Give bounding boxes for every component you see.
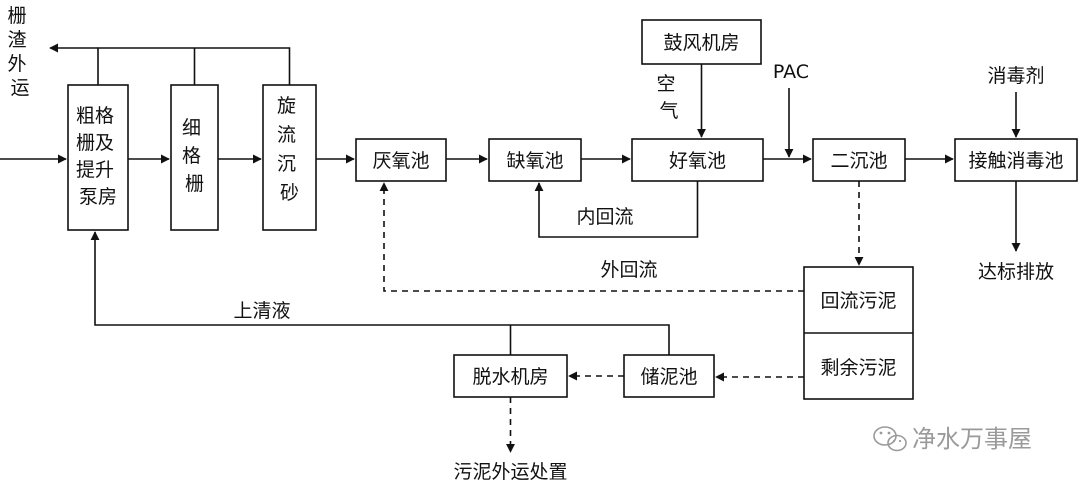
node-dewatering-room: 脱水机房	[453, 354, 568, 398]
node-contact-disinfection: 接触消毒池	[954, 138, 1078, 182]
node-secondary-clarifier: 二沉池	[812, 138, 906, 182]
sludge-tank-label: 储泥池	[640, 366, 697, 388]
fine-screen-char-1: 细	[182, 117, 201, 139]
blower-room-label: 鼓风机房	[663, 32, 739, 54]
pac-label: PAC	[773, 61, 809, 83]
screenings-char-3: 外	[7, 53, 26, 75]
node-grit-chamber: 旋 流 沉 砂	[262, 84, 317, 231]
discharge-label: 达标排放	[978, 261, 1054, 283]
contact-disinfection-label: 接触消毒池	[968, 150, 1063, 172]
screenings-char-1: 栅	[7, 5, 26, 27]
node-anaerobic: 厌氧池	[355, 138, 447, 182]
arrow-internal-recycle	[534, 181, 699, 238]
grit-chamber-char-2: 流	[277, 124, 296, 146]
wechat-logo-icon	[873, 426, 907, 452]
supernatant-label: 上清液	[233, 300, 290, 322]
external-recycle-label: 外回流	[600, 259, 657, 281]
excess-sludge-label: 剩余污泥	[820, 357, 896, 379]
dewatering-room-label: 脱水机房	[472, 366, 548, 388]
node-fine-screen: 细 格 栅	[170, 84, 219, 231]
screenings-char-2: 渣	[7, 29, 26, 51]
node-sludge-box: 回流污泥 剩余污泥	[803, 266, 914, 400]
fine-screen-char-3: 栅	[185, 173, 204, 195]
coarse-screen-line-1: 粗格	[76, 105, 114, 127]
node-blower-room: 鼓风机房	[641, 19, 762, 65]
anaerobic-label: 厌氧池	[372, 150, 429, 172]
fine-screen-label: 细 格 栅	[182, 117, 207, 195]
sludge-disposal-label: 污泥外运处置	[453, 461, 567, 483]
node-anoxic: 缺氧池	[488, 138, 582, 182]
screenings-char-4: 运	[10, 77, 29, 99]
coarse-screen-label: 粗格 栅及 提升 泵房	[76, 105, 120, 208]
node-aerobic: 好氧池	[631, 138, 764, 182]
watermark: 净水万事屋	[873, 425, 1032, 453]
coarse-screen-line-3: 提升	[76, 159, 114, 181]
watermark-text: 净水万事屋	[912, 425, 1032, 453]
anoxic-label: 缺氧池	[506, 150, 563, 172]
secondary-clarifier-label: 二沉池	[830, 150, 887, 172]
internal-recycle-label: 内回流	[576, 206, 633, 228]
coarse-screen-line-2: 栅及	[76, 132, 114, 154]
grit-chamber-char-1: 旋	[277, 95, 296, 117]
node-sludge-tank: 储泥池	[623, 354, 715, 398]
air-label: 空 气	[656, 73, 681, 122]
fine-screen-char-2: 格	[182, 145, 201, 167]
node-coarse-screen: 粗格 栅及 提升 泵房	[67, 84, 129, 231]
screenings-label: 栅 渣 外 运	[7, 5, 32, 99]
arrow-external-recycle	[379, 182, 804, 292]
aerobic-label: 好氧池	[669, 150, 726, 172]
coarse-screen-line-4: 泵房	[79, 186, 117, 208]
air-char-2: 气	[659, 100, 678, 122]
disinfectant-label: 消毒剂	[987, 65, 1044, 87]
grit-chamber-label: 旋 流 沉 砂	[277, 95, 302, 204]
air-char-1: 空	[656, 73, 675, 95]
grit-chamber-char-3: 沉	[277, 153, 296, 175]
supernatant-return-line	[90, 231, 670, 355]
grit-chamber-char-4: 砂	[280, 182, 299, 204]
return-sludge-label: 回流污泥	[820, 290, 896, 312]
